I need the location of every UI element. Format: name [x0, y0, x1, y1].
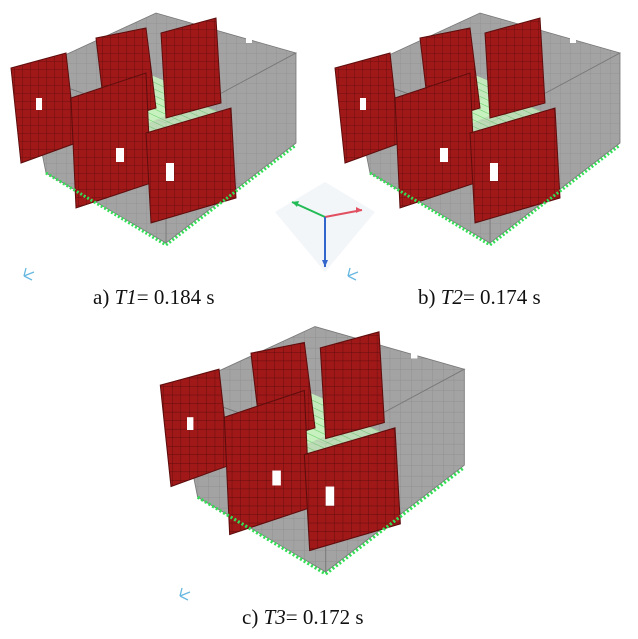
mode-shape-1-model [6, 5, 306, 275]
mode-shape-3-model [155, 312, 475, 612]
caption-letter: c) [242, 605, 259, 629]
mini-axis-icon [347, 267, 359, 281]
period-value: = 0.184 s [136, 285, 215, 309]
caption-mode-1: a) T1= 0.184 s [93, 285, 215, 310]
caption-letter: a) [93, 285, 110, 309]
caption-letter: b) [418, 285, 436, 309]
mini-axis-icon [23, 267, 35, 281]
period-symbol: T1 [114, 285, 137, 309]
caption-mode-3: c) T3= 0.172 s [242, 605, 364, 630]
period-value: = 0.172 s [285, 605, 364, 629]
global-axis-icon [275, 182, 375, 272]
period-symbol: T3 [263, 605, 286, 629]
period-value: = 0.174 s [462, 285, 541, 309]
caption-mode-2: b) T2= 0.174 s [418, 285, 541, 310]
period-symbol: T2 [440, 285, 463, 309]
mini-axis-icon [179, 587, 191, 601]
